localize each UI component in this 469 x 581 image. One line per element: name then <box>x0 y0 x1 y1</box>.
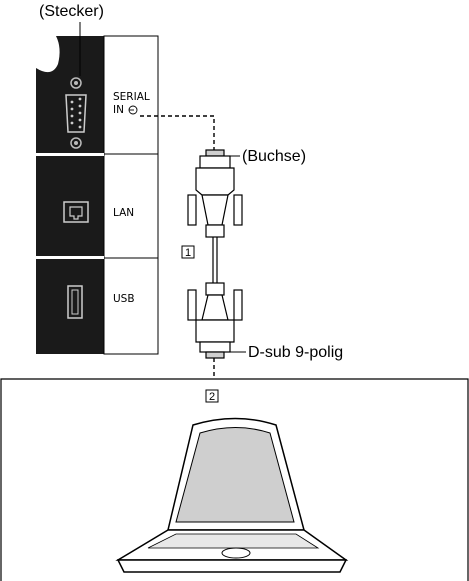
dashed-connection-top <box>140 115 215 150</box>
computer-number-box: 2 <box>205 389 219 403</box>
panel-label-area <box>103 35 159 355</box>
stecker-label: (Stecker) <box>39 3 104 20</box>
cable-number-box: 1 <box>181 245 195 259</box>
computer-box <box>0 378 469 581</box>
serial-cable <box>187 149 243 359</box>
usb-label: USB <box>113 293 135 305</box>
lan-port-icon <box>63 201 89 223</box>
laptop-icon <box>115 417 349 573</box>
rear-panel <box>36 36 104 354</box>
usb-port-icon <box>67 285 83 319</box>
lan-label: LAN <box>113 207 134 219</box>
circle-arrow-in-icon <box>128 105 138 115</box>
serial-in-label-line2: IN <box>113 104 124 116</box>
cable-number: 1 <box>185 247 191 259</box>
dsub-label: D-sub 9-polig <box>248 344 343 361</box>
computer-number: 2 <box>209 391 215 403</box>
buchse-label: (Buchse) <box>242 148 306 165</box>
serial-port-icon <box>65 77 87 149</box>
serial-in-label-line1: SERIAL <box>113 91 150 103</box>
